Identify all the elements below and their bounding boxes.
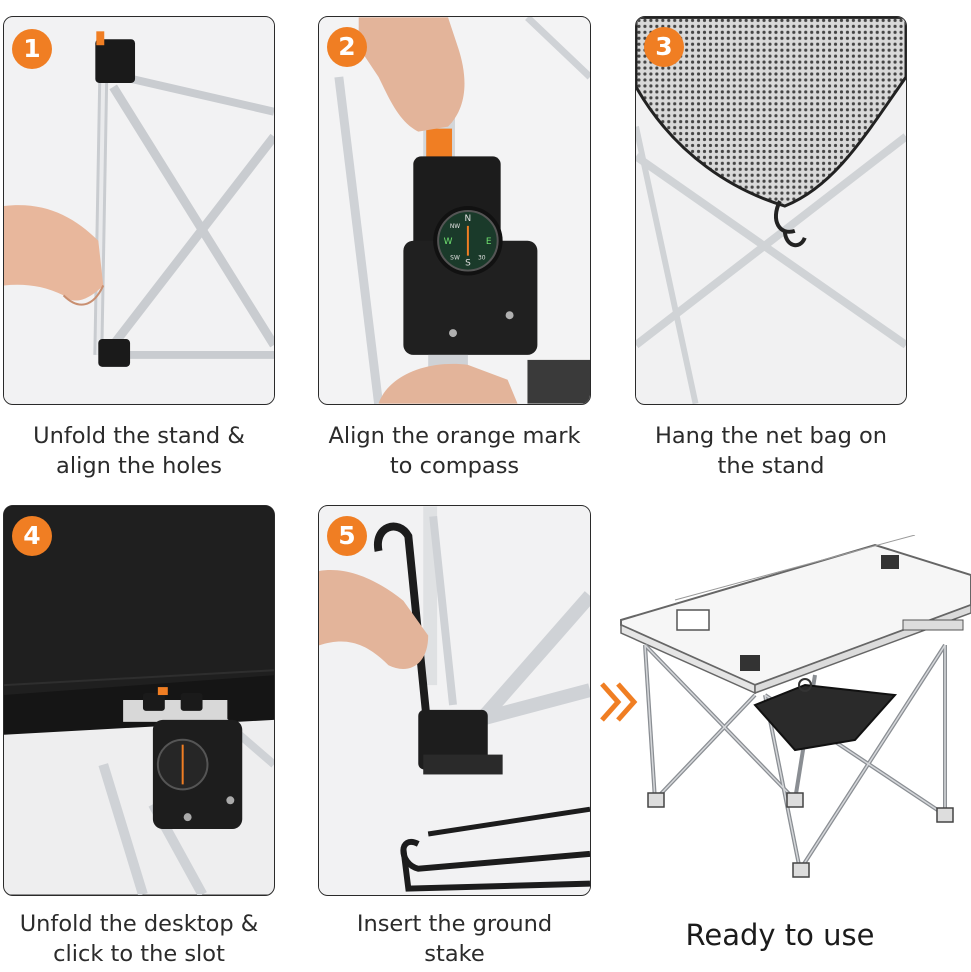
stand-frame-illustration	[4, 17, 274, 404]
caption-line: Insert the ground	[356, 911, 553, 937]
step-4-photo: 4	[3, 505, 275, 896]
ready-caption: Ready to use	[685, 918, 875, 952]
compass-e: E	[486, 237, 492, 247]
step-3-photo: 3	[635, 16, 907, 405]
caption-line: Unfold the desktop &	[19, 911, 259, 937]
step-number-badge: 5	[327, 516, 367, 556]
step-5-caption: Insert the ground stake	[318, 909, 591, 969]
caption-line: align the holes	[56, 453, 222, 479]
compass-nw: NW	[450, 223, 460, 230]
net-bag-illustration	[636, 17, 906, 404]
compass-sw: SW	[450, 255, 460, 262]
double-chevron-right-icon	[600, 682, 638, 722]
compass-30: 30	[478, 255, 486, 262]
step-5-photo: 5	[318, 505, 591, 896]
compass-n: N	[465, 214, 472, 224]
step-2-caption: Align the orange mark to compass	[318, 421, 591, 481]
step-1-caption: Unfold the stand & align the holes	[3, 421, 275, 481]
caption-line: click to the slot	[53, 941, 225, 967]
compass-clip-illustration: N S W E NW SW 30	[319, 17, 590, 404]
assembled-table-illustration	[620, 535, 971, 878]
compass-w: W	[444, 237, 453, 247]
step-number-badge: 1	[12, 29, 52, 69]
step-1-photo: 1	[3, 16, 275, 405]
step-3-caption: Hang the net bag on the stand	[635, 421, 907, 481]
desktop-clip-illustration	[4, 506, 274, 895]
compass-s: S	[465, 259, 471, 269]
caption-line: Hang the net bag on	[654, 423, 888, 449]
ground-stake-illustration	[319, 506, 590, 895]
caption-line: to compass	[389, 453, 520, 479]
step-4-caption: Unfold the desktop & click to the slot	[3, 909, 275, 969]
step-2-photo: N S W E NW SW 30 2	[318, 16, 591, 405]
step-number-badge: 2	[327, 27, 367, 67]
step-number-badge: 4	[12, 516, 52, 556]
caption-line: Unfold the stand &	[33, 423, 245, 449]
caption-line: Align the orange mark	[328, 423, 581, 449]
step-number-badge: 3	[644, 27, 684, 67]
caption-line: stake	[424, 941, 485, 967]
caption-line: the stand	[717, 453, 825, 479]
